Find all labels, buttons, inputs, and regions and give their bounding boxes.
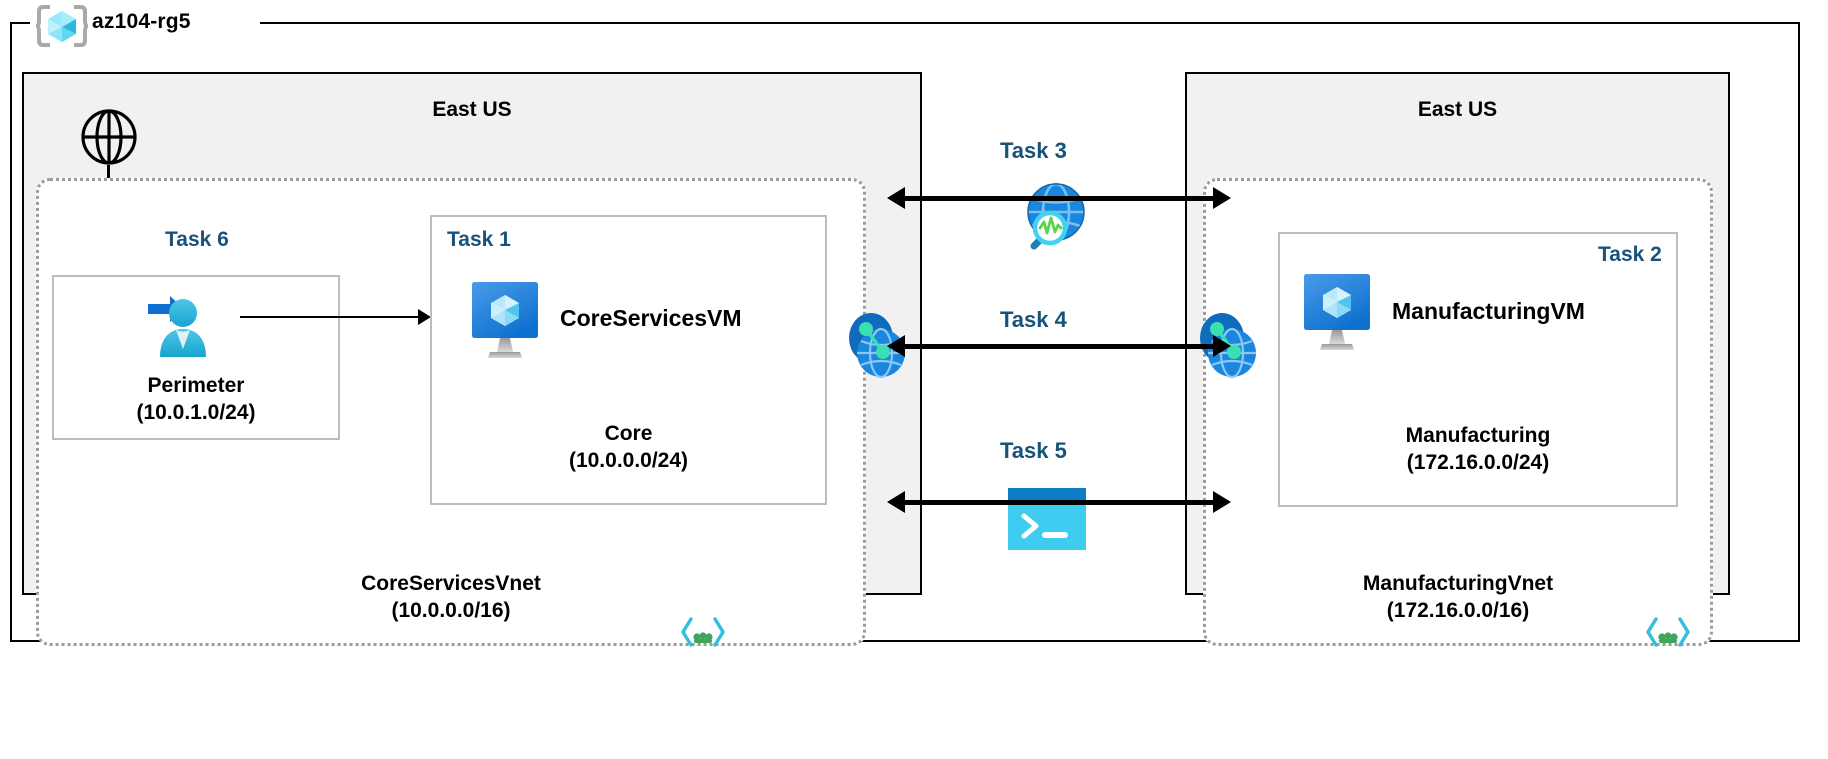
subnet-core-cidr: (10.0.0.0/24) — [568, 449, 689, 473]
task-label-1: Task 1 — [447, 228, 511, 251]
vm-name-core-services: CoreServicesVM — [560, 305, 742, 331]
user-route-icon — [140, 287, 214, 365]
subnet-core-label: Core (10.0.0.0/24) — [430, 420, 827, 475]
task4-arrowhead-left — [887, 335, 905, 357]
subnet-manufacturing-cidr: (172.16.0.0/24) — [1406, 451, 1550, 475]
task-label-4: Task 4 — [1000, 307, 1067, 332]
perimeter-to-core-arrowhead — [418, 309, 431, 325]
network-watcher-icon — [1012, 180, 1090, 258]
vnet-manufacturing-label: ManufacturingVnet (172.16.0.0/16) — [1203, 570, 1713, 625]
subnet-perimeter — [52, 275, 340, 440]
code-brackets-subnet-icon-right — [1645, 615, 1691, 649]
region-title-left: East US — [432, 98, 512, 121]
task3-arrowhead-right — [1213, 187, 1231, 209]
task-label-6: Task 6 — [165, 228, 229, 251]
vnet-manufacturing-name: ManufacturingVnet — [1362, 572, 1554, 595]
vm-name-manufacturing: ManufacturingVM — [1392, 298, 1585, 324]
azure-resource-group-icon — [32, 4, 92, 48]
subnet-manufacturing-name: Manufacturing — [1405, 424, 1551, 447]
subnet-manufacturing-label: Manufacturing (172.16.0.0/24) — [1278, 422, 1678, 477]
resource-group-frame — [10, 22, 1800, 642]
task5-connector-line — [905, 500, 1215, 505]
subnet-perimeter-name: Perimeter — [147, 374, 245, 397]
vnet-core-services-cidr: (10.0.0.0/16) — [391, 599, 511, 623]
task5-arrowhead-right — [1213, 491, 1231, 513]
subnet-core — [430, 215, 827, 505]
code-brackets-subnet-icon-left — [680, 615, 726, 649]
task4-arrowhead-right — [1213, 335, 1231, 357]
resource-group-name: az104-rg5 — [92, 10, 191, 33]
globe-internet-icon — [80, 108, 138, 166]
vnet-core-services-name: CoreServicesVnet — [361, 572, 541, 595]
task-label-2: Task 2 — [1598, 243, 1662, 266]
region-title-right: East US — [1417, 98, 1498, 121]
subnet-perimeter-cidr: (10.0.1.0/24) — [136, 401, 256, 425]
vnet-manufacturing-cidr: (172.16.0.0/16) — [1386, 599, 1530, 623]
virtual-machine-icon-manufacturing — [1302, 272, 1378, 352]
task4-connector-line — [905, 344, 1215, 349]
subnet-perimeter-label: Perimeter (10.0.1.0/24) — [52, 372, 340, 427]
subnet-core-name: Core — [604, 422, 653, 445]
task3-arrowhead-left — [887, 187, 905, 209]
virtual-machine-icon-core — [470, 280, 546, 360]
cloud-shell-terminal-icon — [1008, 488, 1086, 550]
vnet-core-services-label: CoreServicesVnet (10.0.0.0/16) — [36, 570, 866, 625]
task-label-3: Task 3 — [1000, 138, 1067, 163]
task3-connector-line — [905, 196, 1215, 201]
task5-arrowhead-left — [887, 491, 905, 513]
task-label-5: Task 5 — [1000, 438, 1067, 463]
perimeter-to-core-line — [240, 316, 420, 318]
